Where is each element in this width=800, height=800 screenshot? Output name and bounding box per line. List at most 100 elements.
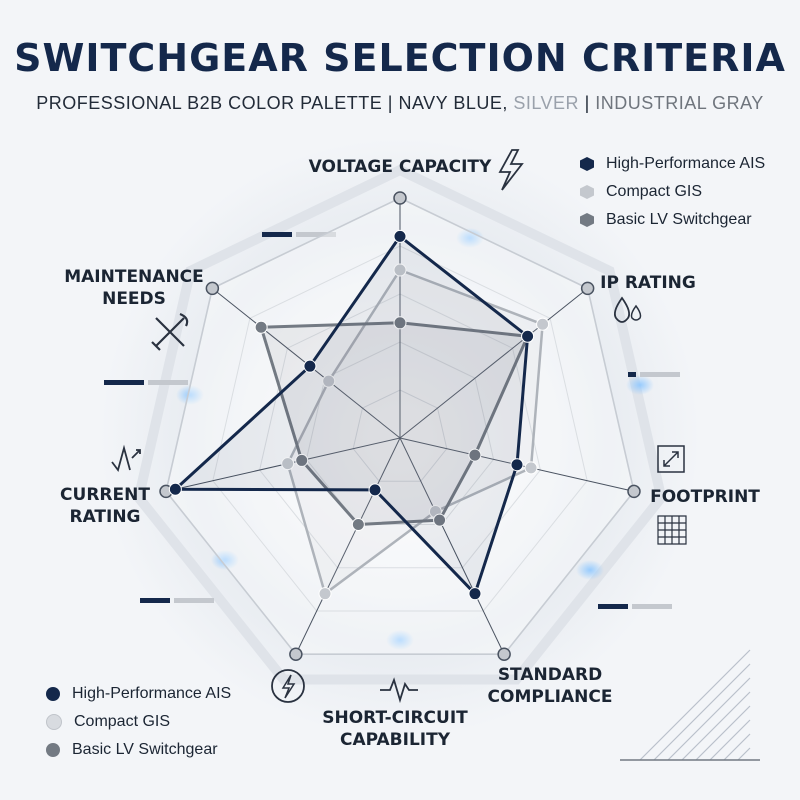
data-point	[393, 229, 407, 243]
grid-ring	[259, 293, 541, 569]
grid-ring	[352, 389, 448, 482]
axis-icons	[111, 149, 687, 704]
expand-arrows-icon	[663, 451, 679, 467]
data-point	[510, 458, 524, 472]
subtitle-part-silver: SILVER	[513, 93, 580, 113]
chart-subtitle: PROFESSIONAL B2B COLOR PALETTE | NAVY BL…	[0, 93, 800, 114]
legend-label: Basic LV Switchgear	[72, 741, 218, 758]
axis-label-line: MAINTENANCE	[64, 267, 204, 287]
data-point	[295, 453, 309, 467]
legend-item: High-Performance AIS	[46, 680, 231, 708]
wrench-screwdriver-icon	[151, 312, 189, 351]
water-drops-icon	[613, 296, 631, 323]
lightning-bolt-icon	[498, 149, 524, 191]
decor-bar	[632, 604, 672, 609]
decor-bar	[174, 598, 214, 603]
legend-label: High-Performance AIS	[606, 155, 766, 172]
chart-title: SWITCHGEAR SELECTION CRITERIA	[14, 36, 786, 80]
outer-frame	[133, 164, 667, 685]
decor-line	[681, 691, 751, 761]
radar-series	[168, 229, 550, 601]
axis-end-marker	[289, 647, 303, 661]
decor-line	[653, 663, 751, 761]
axis-spoke	[295, 437, 401, 655]
lightning-circle-icon	[281, 674, 296, 699]
subtitle-separator: |	[579, 93, 596, 113]
current-wave-icon	[111, 444, 141, 473]
glow-accent	[456, 228, 484, 248]
legend-swatch-silver	[46, 714, 62, 730]
data-point	[536, 317, 550, 331]
grid-layout-icon	[657, 515, 687, 545]
data-point	[468, 587, 482, 601]
data-point	[303, 359, 317, 373]
data-point	[393, 263, 407, 277]
data-point	[393, 316, 407, 330]
decor-line	[709, 719, 751, 761]
data-point	[318, 587, 332, 601]
axis-label-line: CURRENT	[60, 485, 150, 505]
data-point	[524, 461, 538, 475]
legend-swatch-silver	[580, 185, 594, 199]
axis-label: FOOTPRINT	[650, 487, 760, 507]
legend-item: Compact GIS	[580, 178, 765, 206]
legend-swatch-gray	[580, 213, 594, 227]
axis-label-line: RATING	[69, 507, 140, 527]
axis-end-marker	[627, 484, 641, 499]
data-point	[168, 482, 182, 496]
legend-item: Basic LV Switchgear	[580, 206, 765, 234]
axis-label-line: NEEDS	[102, 289, 166, 309]
legend-label: High-Performance AIS	[72, 685, 232, 702]
decor-bar	[148, 380, 188, 385]
data-point	[351, 517, 365, 531]
data-point	[433, 513, 447, 527]
axis-spoke	[399, 287, 588, 439]
legend-swatch-navy	[580, 157, 594, 171]
axis-end-marker	[497, 647, 511, 661]
decor-line	[695, 705, 751, 761]
decor-line	[667, 677, 751, 761]
decor-bar	[598, 604, 628, 609]
axis-label-line: VOLTAGE CAPACITY	[309, 157, 492, 177]
legend-label: Compact GIS	[606, 183, 703, 200]
glow-accent	[576, 560, 604, 580]
glow-accent	[626, 375, 654, 395]
decor-bar	[140, 598, 170, 603]
decor-line	[737, 747, 751, 761]
grid-ring	[305, 341, 495, 525]
axis-end-marker	[393, 191, 407, 205]
water-drops-icon	[630, 304, 642, 321]
series-area	[173, 234, 530, 596]
axis-label-line: COMPLIANCE	[488, 687, 613, 707]
decor-line	[723, 733, 751, 761]
data-point	[368, 483, 382, 497]
subtitle-part-navy: PROFESSIONAL B2B COLOR PALETTE | NAVY BL…	[36, 93, 514, 113]
legend-top-right: High-Performance AIS Compact GIS Basic L…	[580, 150, 765, 234]
axis-end-marker	[580, 281, 595, 296]
glow-accent	[176, 385, 204, 405]
axis-label-line: CAPABILITY	[340, 730, 451, 750]
decor-bar	[628, 372, 636, 377]
axis-label: VOLTAGE CAPACITY	[309, 157, 492, 177]
grid-ring	[212, 245, 588, 612]
legend-bottom-left: High-Performance AIS Compact GIS Basic L…	[46, 680, 231, 764]
decor-bar	[262, 232, 292, 237]
axis-spoke	[399, 437, 505, 655]
legend-item: Compact GIS	[46, 708, 231, 736]
axis-label: IP RATING	[600, 273, 696, 293]
legend-swatch-navy	[46, 687, 60, 701]
data-point	[281, 457, 295, 471]
decor-bar	[640, 372, 680, 377]
subtitle-part-gray: INDUSTRIAL GRAY	[595, 93, 764, 113]
legend-label: Compact GIS	[74, 713, 171, 730]
data-point	[468, 448, 482, 462]
decor-line	[639, 649, 751, 761]
axis-label-line: FOOTPRINT	[650, 487, 760, 507]
axis-label-line: IP RATING	[600, 273, 696, 293]
decor-bar	[104, 380, 144, 385]
series-area	[259, 321, 530, 526]
